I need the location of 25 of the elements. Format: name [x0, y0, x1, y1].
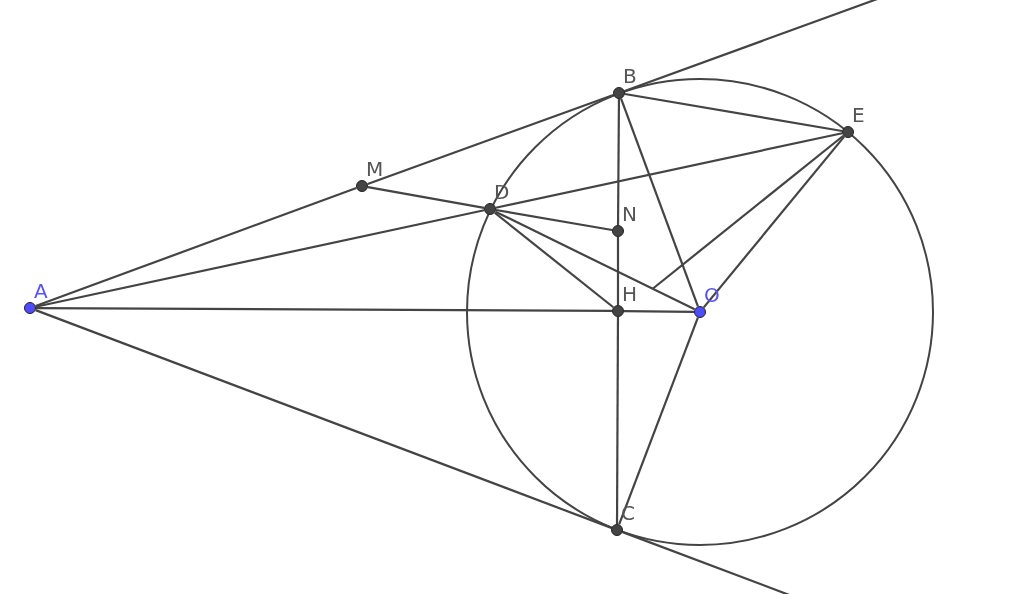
line-segment	[36, 306, 612, 313]
line-segment	[35, 209, 485, 308]
point-label: B	[623, 65, 637, 87]
line-segment	[615, 317, 620, 524]
line-segment	[367, 185, 485, 210]
line-segment	[624, 92, 843, 133]
point-label: N	[622, 203, 637, 225]
line-segment	[367, 94, 614, 185]
line-segment	[494, 210, 696, 311]
point-label: M	[366, 158, 384, 180]
line-segment	[35, 309, 612, 529]
point-label: H	[622, 283, 638, 305]
line-segment	[618, 317, 699, 525]
line-segment	[495, 208, 613, 232]
line-segment	[616, 237, 620, 305]
line-segment	[495, 132, 843, 209]
line-segment	[624, 309, 694, 314]
line-segment	[35, 187, 357, 307]
point-label: E	[852, 104, 865, 126]
line-segment	[702, 135, 846, 309]
line-segment	[494, 211, 614, 309]
ray-line	[652, 134, 844, 290]
point-label: A	[34, 280, 48, 302]
line-segment	[616, 99, 621, 225]
line-segment	[620, 98, 699, 307]
